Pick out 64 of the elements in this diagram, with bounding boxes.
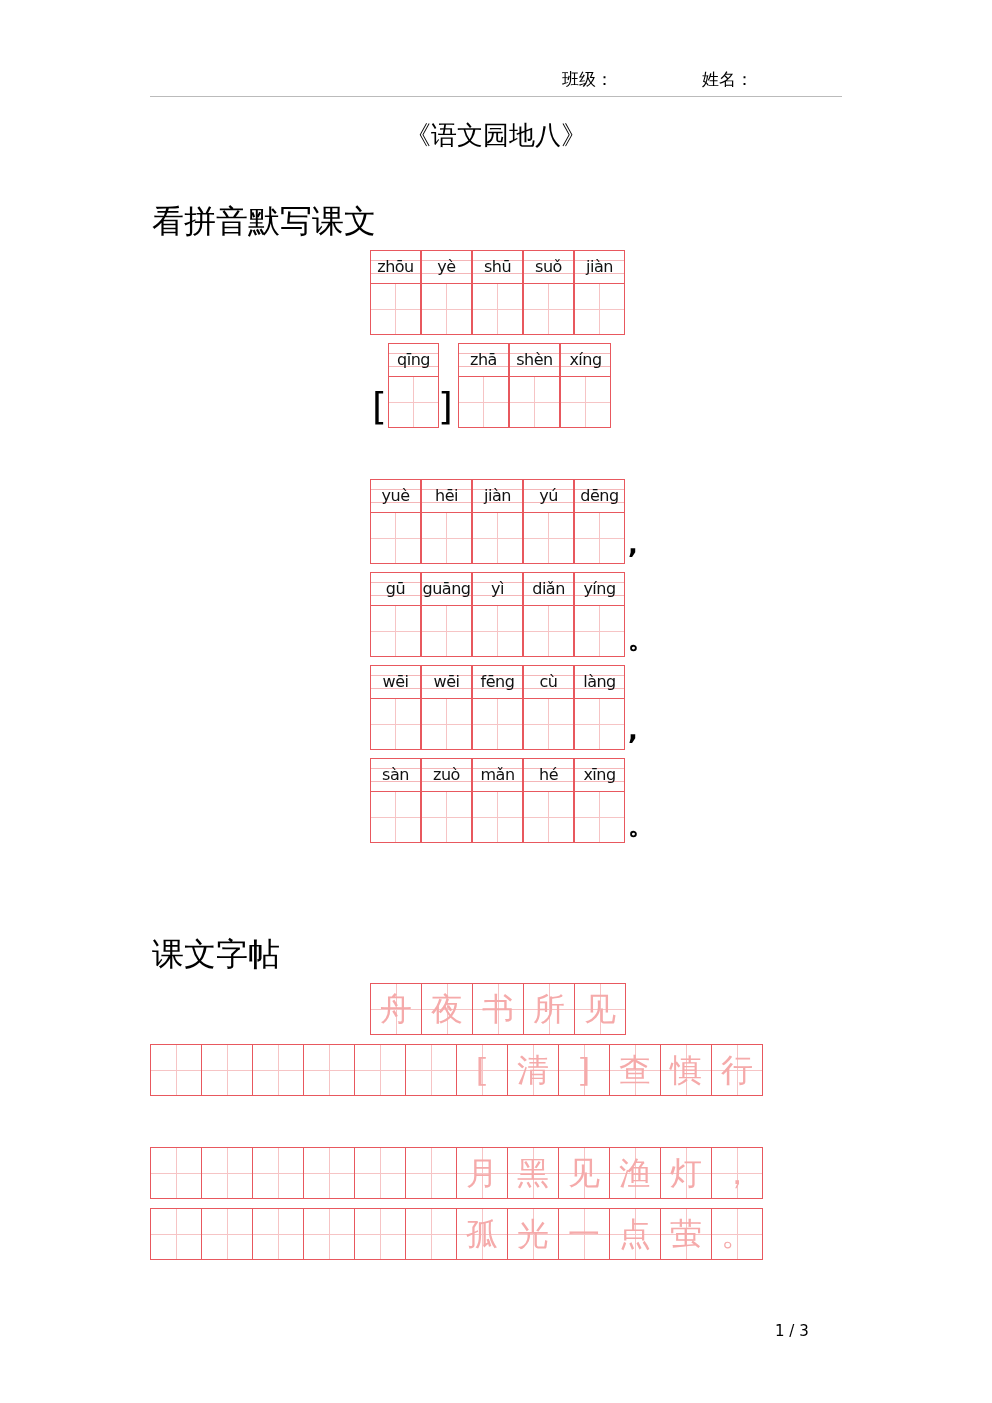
pinyin-cell: zhā	[458, 343, 509, 377]
pinyin-cell: yuè	[370, 479, 421, 513]
tracing-cell: 所	[523, 983, 575, 1035]
bracket: ]	[438, 384, 453, 428]
pinyin-cell: gū	[370, 572, 421, 606]
punctuation-mark: ,	[628, 715, 638, 745]
pinyin-cell: hēi	[421, 479, 472, 513]
pinyin-cell: wēi	[421, 665, 472, 699]
pinyin-cell: dēng	[574, 479, 625, 513]
punctuation-mark: 。	[628, 623, 654, 656]
tracing-cell: 夜	[421, 983, 473, 1035]
tracing-cell: 渔	[609, 1147, 661, 1199]
pinyin-cell: guāng	[421, 572, 472, 606]
pinyin-cell: yì	[472, 572, 523, 606]
pinyin-cell: hé	[523, 758, 574, 792]
pinyin-cell: shū	[472, 250, 523, 284]
tracing-cell: 见	[558, 1147, 610, 1199]
pinyin-cell: diǎn	[523, 572, 574, 606]
class-field-label: 班级：	[562, 68, 613, 91]
punctuation-mark: ,	[628, 529, 638, 559]
pinyin-cell: shèn	[509, 343, 560, 377]
bracket: [	[372, 384, 387, 428]
pinyin-cell: fēng	[472, 665, 523, 699]
pinyin-cell: wēi	[370, 665, 421, 699]
pinyin-cell: xíng	[560, 343, 611, 377]
pinyin-cell: yè	[421, 250, 472, 284]
pinyin-cell: làng	[574, 665, 625, 699]
pinyin-cell: cù	[523, 665, 574, 699]
tracing-cell: 点	[609, 1208, 661, 1260]
pinyin-cell: jiàn	[574, 250, 625, 284]
tracing-cell: 月	[456, 1147, 508, 1199]
tracing-cell: ，	[711, 1147, 763, 1199]
section-heading: 看拼音默写课文	[152, 201, 376, 242]
tracing-cell: 舟	[370, 983, 422, 1035]
tracing-cell: 灯	[660, 1147, 712, 1199]
tracing-cell: [	[456, 1044, 508, 1096]
tracing-cell: 书	[472, 983, 524, 1035]
tracing-cell: 萤	[660, 1208, 712, 1260]
pinyin-cell: zhōu	[370, 250, 421, 284]
tracing-cell: 清	[507, 1044, 559, 1096]
name-field-label: 姓名：	[702, 68, 753, 91]
pinyin-cell: sàn	[370, 758, 421, 792]
section-heading: 课文字帖	[152, 934, 280, 975]
pinyin-cell: suǒ	[523, 250, 574, 284]
tracing-cell: 孤	[456, 1208, 508, 1260]
tracing-cell: 一	[558, 1208, 610, 1260]
tracing-cell: 光	[507, 1208, 559, 1260]
tracing-cell: ]	[558, 1044, 610, 1096]
pinyin-cell: yú	[523, 479, 574, 513]
pinyin-cell: zuò	[421, 758, 472, 792]
tracing-cell: 见	[574, 983, 626, 1035]
pinyin-cell: xīng	[574, 758, 625, 792]
tracing-cell: 慎	[660, 1044, 712, 1096]
page-number: 1 / 3	[775, 1322, 809, 1340]
tracing-cell: 黑	[507, 1147, 559, 1199]
tracing-cell: 行	[711, 1044, 763, 1096]
pinyin-cell: yíng	[574, 572, 625, 606]
tracing-cell: 查	[609, 1044, 661, 1096]
punctuation-mark: 。	[628, 809, 654, 842]
pinyin-cell: jiàn	[472, 479, 523, 513]
tracing-cell: 。	[711, 1208, 763, 1260]
pinyin-cell: qīng	[388, 343, 439, 377]
pinyin-cell: mǎn	[472, 758, 523, 792]
worksheet-title: 《语文园地八》	[404, 119, 588, 152]
